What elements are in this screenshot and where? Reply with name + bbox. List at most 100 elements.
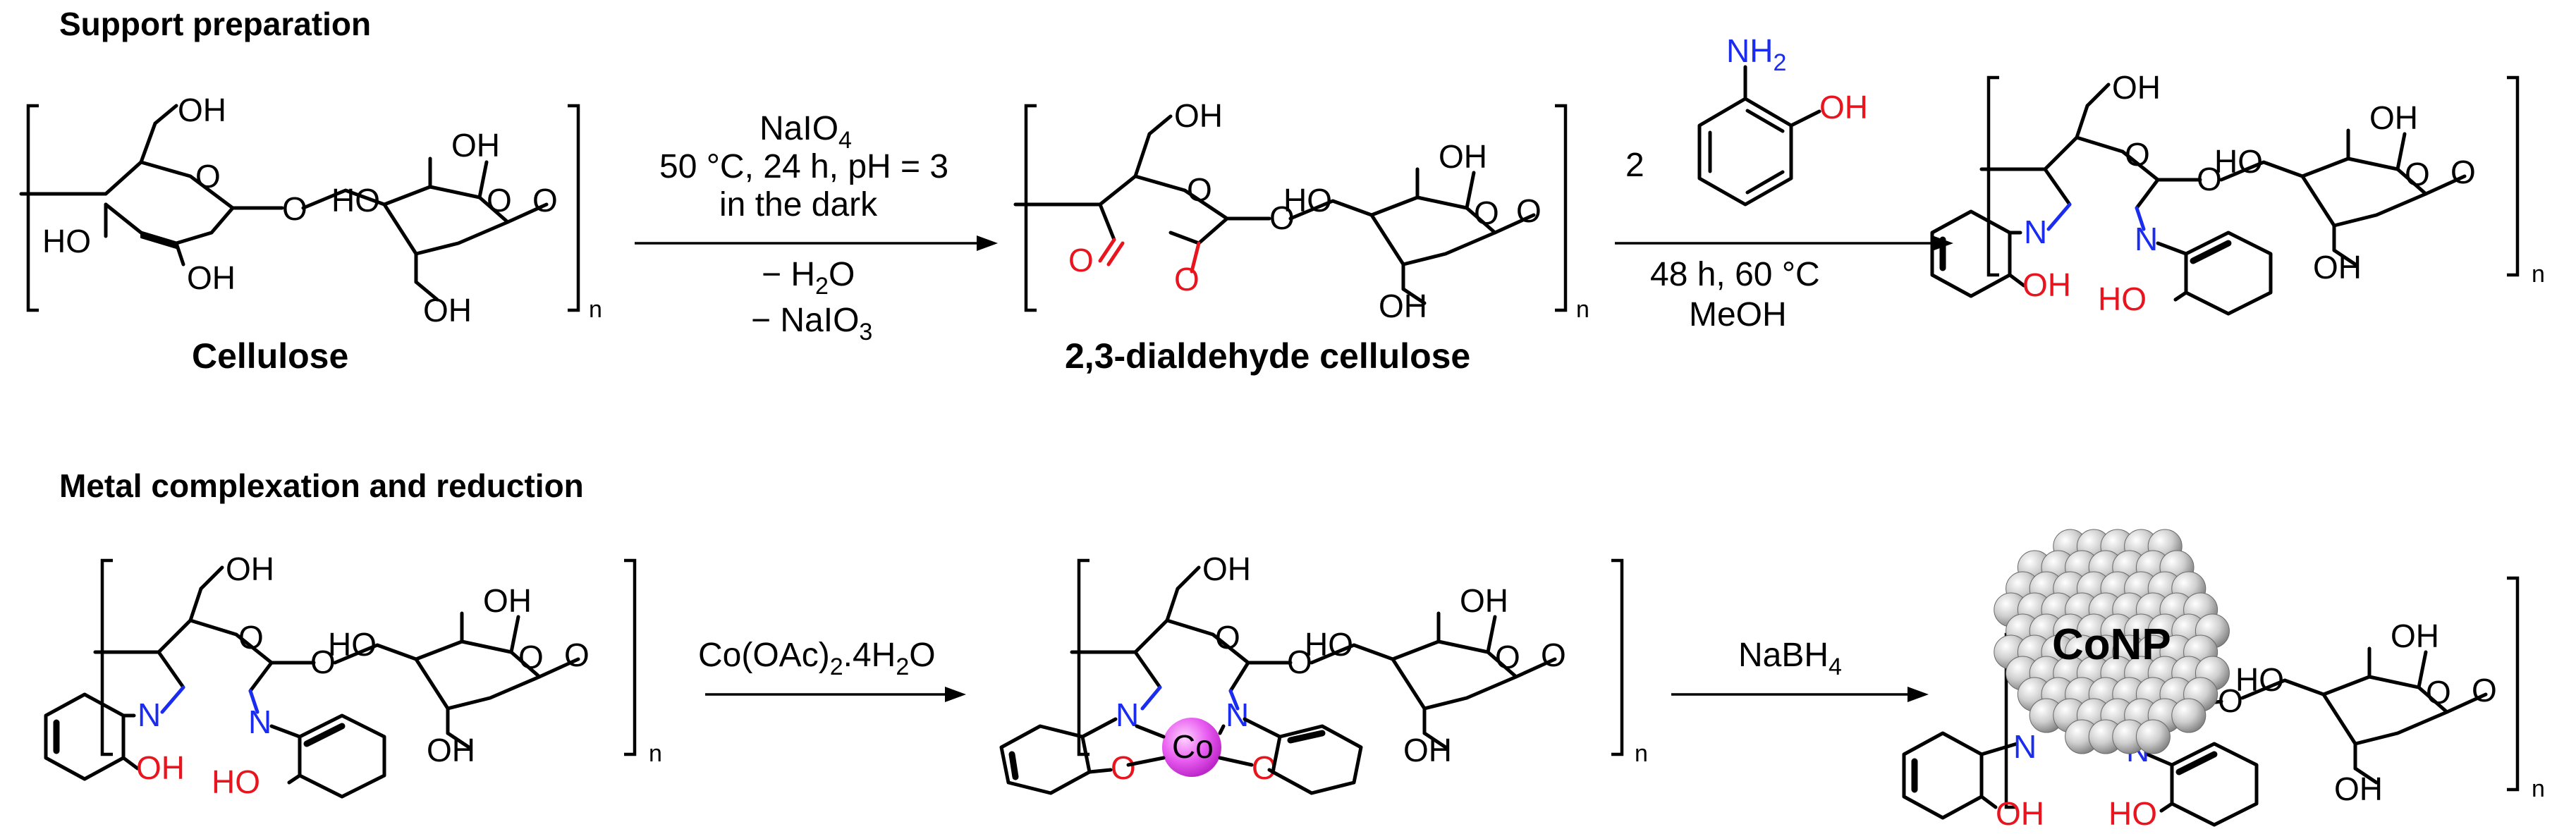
terminal-oxygen-label: O — [1541, 637, 1566, 673]
ho-label: HO — [42, 223, 91, 259]
arrow-step3 — [705, 687, 966, 702]
bracket-right — [2507, 576, 2520, 792]
repeat-n: n — [2532, 775, 2545, 802]
repeat-n: n — [2532, 261, 2545, 288]
step1-byproduct-water: − H2O — [762, 256, 855, 300]
terminal-oxygen-label: O — [564, 637, 590, 673]
phenol-ho-label: HO — [212, 764, 260, 800]
oh-label: OH — [423, 292, 472, 329]
imine-nitrogen-label: N — [2024, 214, 2047, 250]
step1-reagent: NaIO4 — [759, 110, 852, 154]
nanoparticle-atom-sphere — [2135, 719, 2171, 754]
terminal-oxygen-label: O — [2450, 154, 2476, 190]
bracket-left — [26, 104, 39, 312]
cobalt-sphere — [1162, 718, 1221, 777]
glycosidic-oxygen-label: O — [2197, 161, 2222, 197]
ring-oxygen-label: O — [487, 182, 512, 219]
cobalt-nanoparticle-cluster — [1994, 529, 2230, 754]
ring-oxygen-label: O — [2125, 136, 2150, 173]
repeat-n: n — [1576, 296, 1589, 323]
amine-nitrogen-label: N — [2013, 728, 2037, 765]
oh-label: OH — [1202, 551, 1251, 587]
cobalt-label: Co — [1172, 728, 1214, 765]
ho-label: HO — [2214, 143, 2263, 180]
ho-label: HO — [1305, 626, 1353, 663]
phenoxide-oxygen-label: O — [1111, 749, 1136, 786]
phenol-ho-label: HO — [2098, 281, 2147, 317]
step2-equivalents: 2 — [1625, 147, 1644, 184]
ho-label: HO — [1283, 182, 1332, 219]
conp-label: CoNP — [2052, 620, 2171, 669]
terminal-oxygen-label: O — [2472, 672, 2497, 709]
step1-conditions: NaIO4 50 °C, 24 h, pH = 3 in the dark − … — [659, 110, 948, 345]
repeat-n: n — [1635, 740, 1648, 767]
oh-label: OH — [1460, 582, 1508, 619]
phenol-oh-label: OH — [1996, 795, 2044, 832]
phenol-oh-label: OH — [2022, 266, 2071, 303]
imine-nitrogen-label: N — [1226, 697, 1249, 733]
phenol-oh-label: OH — [136, 749, 185, 786]
oh-label: OH — [1439, 138, 1487, 175]
step4-reagent: NaBH4 — [1738, 637, 1842, 680]
oh-label: OH — [187, 259, 236, 296]
bracket-right — [568, 104, 580, 312]
oh-label: OH — [483, 582, 532, 619]
ring-oxygen-label: O — [1474, 195, 1499, 231]
step2-solvent: MeOH — [1689, 296, 1787, 333]
ring-oxygen-label: O — [1215, 619, 1240, 656]
phenol-ho-label: HO — [2108, 795, 2157, 832]
ho-label: HO — [328, 626, 377, 663]
oh-label: OH — [2313, 249, 2362, 286]
bracket-left — [100, 558, 113, 756]
bracket-right — [624, 558, 637, 756]
arrow-step1 — [635, 235, 998, 251]
imine-nitrogen-label: N — [138, 697, 161, 733]
step1-conditions-line: 50 °C, 24 h, pH = 3 — [659, 148, 948, 185]
heading-support-preparation: Support preparation — [59, 6, 371, 42]
step2-conditions: 2 NH2 OH 48 h, 60 °C MeOH — [1625, 32, 1868, 333]
dialdehyde-cellulose-name: 2,3-dialdehyde cellulose — [1065, 336, 1470, 376]
ring-oxygen-label: O — [1187, 171, 1212, 208]
ring-oxygen-label: O — [2426, 674, 2451, 711]
aldehyde-oxygen-label: O — [1174, 261, 1200, 298]
amine-label: NH2 — [1726, 32, 1786, 76]
bracket-right — [2507, 75, 2520, 277]
ring-oxygen-label: O — [195, 158, 221, 195]
bracket-left — [1986, 75, 1999, 277]
ho-label: HO — [331, 182, 380, 219]
ho-label: HO — [2235, 661, 2284, 698]
cellulose-name: Cellulose — [192, 336, 348, 376]
arrow-step2 — [1615, 235, 1953, 251]
bracket-right — [1611, 558, 1624, 756]
oh-label: OH — [226, 551, 274, 587]
terminal-oxygen-label: O — [1516, 192, 1542, 229]
arrow-step4 — [1671, 687, 1929, 702]
hydroxyl-label: OH — [1819, 89, 1868, 125]
aminophenol-structure: NH2 OH — [1697, 32, 1868, 207]
repeat-n: n — [589, 296, 602, 323]
glycosidic-oxygen-label: O — [1287, 644, 1312, 680]
step1-byproduct-naio3: − NaIO3 — [751, 302, 872, 345]
ring-oxygen-label: O — [1495, 639, 1520, 675]
oh-label: OH — [178, 92, 226, 128]
cobalt-nanoparticle-product: n OH N N HO O HO OH O O OH CoNP — [1902, 529, 2545, 832]
glycosidic-oxygen-label: O — [2218, 682, 2243, 719]
ring-oxygen-label: O — [518, 639, 544, 675]
imine-nitrogen-label: N — [1116, 697, 1139, 733]
glycosidic-oxygen-label: O — [310, 644, 336, 680]
oh-label: OH — [2369, 99, 2418, 136]
nanoparticle-atom-sphere — [2171, 698, 2206, 733]
oh-label: OH — [2391, 618, 2439, 654]
oh-label: OH — [2334, 771, 2383, 807]
step3-reagent: Co(OAc)2.4H2O — [698, 637, 936, 680]
bracket-right — [1555, 104, 1568, 312]
oh-label: OH — [1403, 732, 1452, 768]
ring-oxygen-label: O — [2405, 156, 2430, 192]
dialdehyde-cellulose-structure: n OH O O O O HO OH O O OH 2,3-dialdehyde… — [1013, 97, 1589, 376]
heading-metal-complexation: Metal complexation and reduction — [59, 467, 584, 504]
bracket-left — [1077, 558, 1089, 756]
oh-label: OH — [1174, 97, 1223, 134]
oh-label: OH — [2112, 69, 2161, 106]
oh-label: OH — [1379, 288, 1427, 324]
